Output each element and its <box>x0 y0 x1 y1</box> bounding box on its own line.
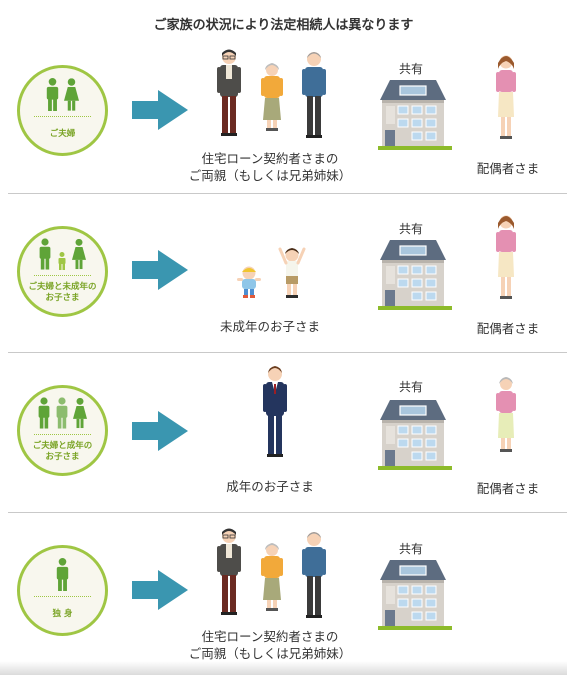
badge-single: 独 身 <box>17 545 108 636</box>
family-pictogram-icon <box>20 397 105 433</box>
heir-line-1: 未成年のお子さま <box>219 319 320 334</box>
page-title: ご家族の状況により法定相続人は異なります <box>153 18 414 33</box>
badge-couple: ご夫婦 <box>17 65 108 156</box>
badge-label: ご夫婦と成年の お子さま <box>32 441 93 462</box>
heir-label: 住宅ローン契約者さまの ご両親（もしくは兄弟姉妹） <box>170 628 370 662</box>
badge-couple-minor-children: ご夫婦と未成年の お子さま <box>17 226 108 317</box>
house-icon <box>372 72 454 152</box>
spouse-figure-icon <box>494 213 518 303</box>
heir-label: 住宅ローン契約者さまの ご両親（もしくは兄弟姉妹） <box>170 150 370 184</box>
arrow-right-icon <box>132 90 188 130</box>
heir-line-1: 住宅ローン契約者さまの <box>201 151 339 166</box>
shared-label: 共有 <box>398 380 423 394</box>
bottom-fade <box>0 661 567 675</box>
arrow-right-icon <box>132 570 188 610</box>
badge-couple-adult-children: ご夫婦と成年の お子さま <box>17 385 108 476</box>
toddler-figure-icon <box>236 265 262 299</box>
spouse-label: 配偶者さま <box>476 161 540 176</box>
heir-label: 未成年のお子さま <box>170 318 370 335</box>
spouse-figure-icon <box>494 376 518 456</box>
grandfather-figure-icon <box>299 530 329 620</box>
house-icon <box>372 552 454 632</box>
mother-figure-icon <box>260 540 284 614</box>
arrow-right-icon <box>132 250 188 290</box>
family-pictogram-icon <box>20 238 105 274</box>
single-pictogram-icon <box>20 558 105 595</box>
adult-child-figure-icon <box>260 365 290 460</box>
row-divider <box>8 352 567 353</box>
heir-line-1: 成年のお子さま <box>226 479 314 494</box>
badge-label: ご夫婦 <box>49 129 76 139</box>
heir-line-2: ご両親（もしくは兄弟姉妹） <box>188 646 352 661</box>
couple-pictogram-icon <box>20 78 105 115</box>
father-figure-icon <box>214 48 244 138</box>
heir-line-1: 住宅ローン契約者さまの <box>201 629 339 644</box>
badge-label: ご夫婦と未成年の お子さま <box>28 282 97 303</box>
grandfather-figure-icon <box>299 50 329 140</box>
heir-line-2: ご両親（もしくは兄弟姉妹） <box>188 168 352 183</box>
spouse-label: 配偶者さま <box>476 321 540 336</box>
spouse-figure-icon <box>494 53 518 143</box>
shared-label: 共有 <box>398 62 423 76</box>
shared-label: 共有 <box>398 542 423 556</box>
spouse-label: 配偶者さま <box>476 481 540 496</box>
badge-label: 独 身 <box>52 609 73 619</box>
shared-label: 共有 <box>398 222 423 236</box>
father-figure-icon <box>214 527 244 617</box>
heir-label: 成年のお子さま <box>170 478 370 495</box>
row-divider <box>8 512 567 513</box>
arrow-right-icon <box>132 411 188 451</box>
house-icon <box>372 232 454 312</box>
child-figure-icon <box>277 245 307 301</box>
row-divider <box>8 193 567 194</box>
house-icon <box>372 392 454 472</box>
mother-figure-icon <box>260 60 284 134</box>
